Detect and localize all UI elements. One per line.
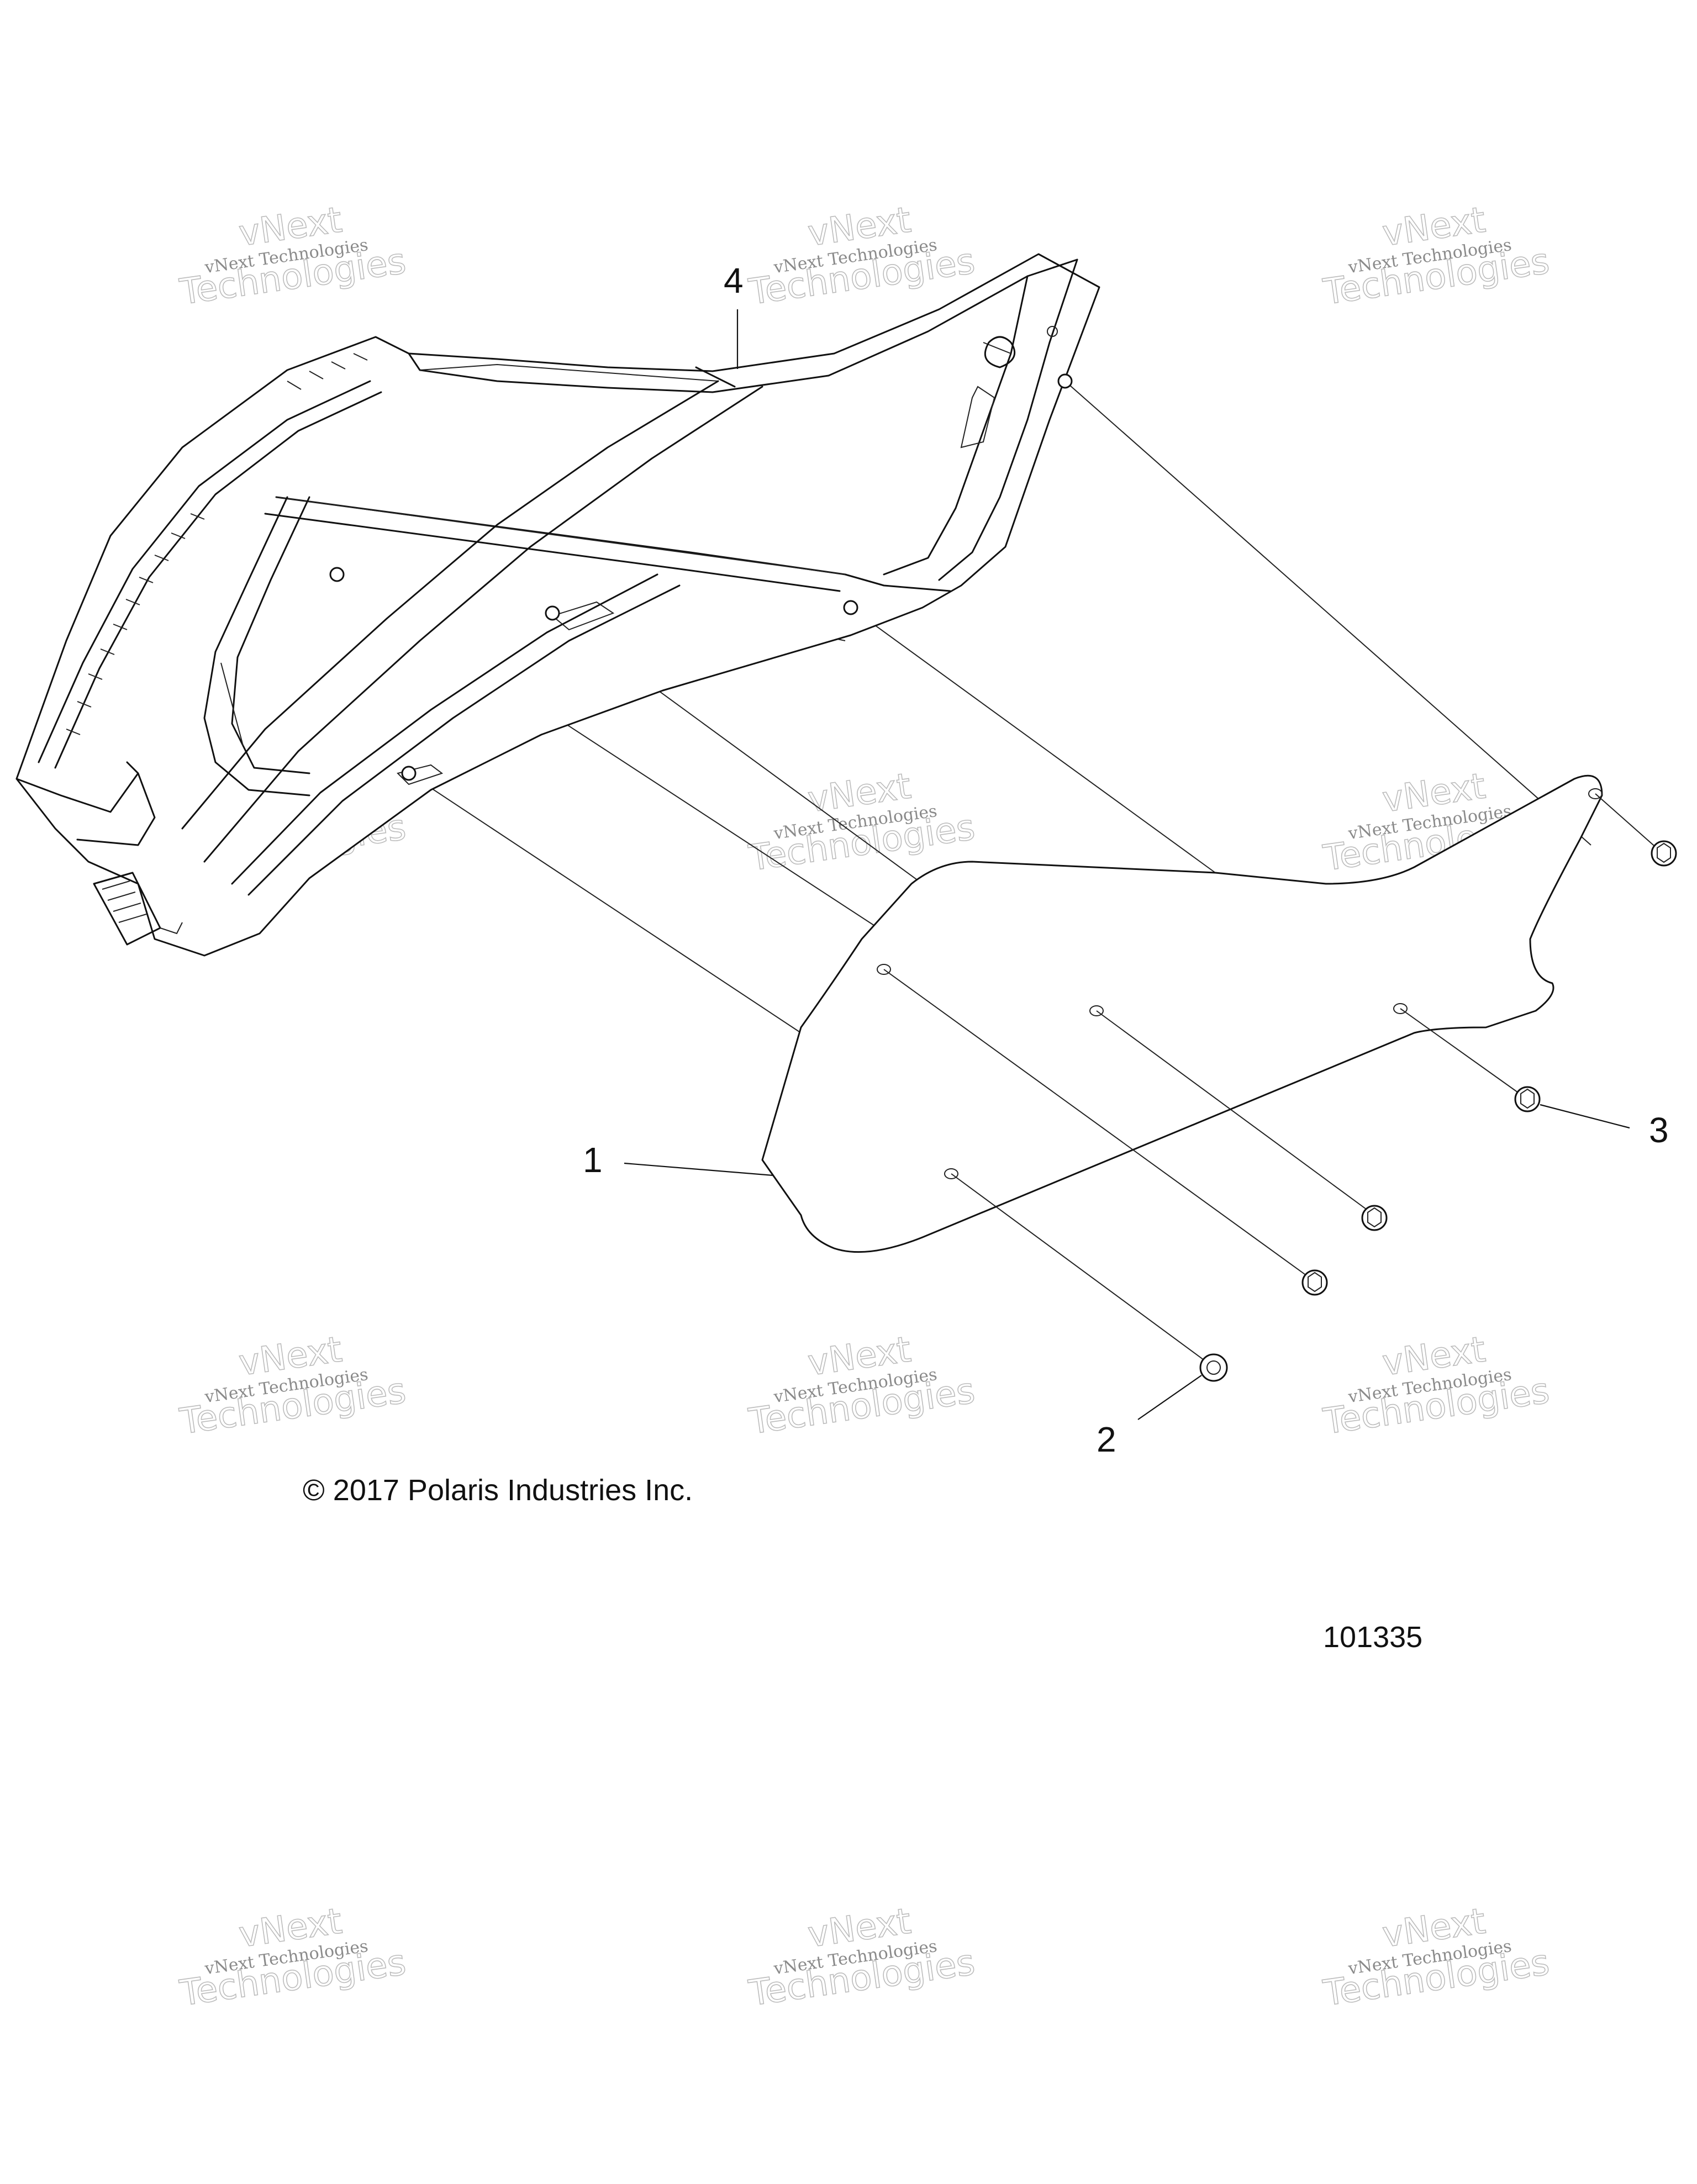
fastener-push-rivet	[1301, 1269, 1328, 1296]
callout-1: 1	[583, 1140, 603, 1180]
callout-4: 4	[724, 261, 744, 300]
fasteners	[1199, 840, 1677, 1382]
panel-part	[761, 774, 1663, 1365]
callout-2: 2	[1097, 1420, 1116, 1459]
callout-3: 3	[1649, 1110, 1669, 1150]
door-frame-part	[15, 253, 1100, 957]
fastener-push-rivet	[1514, 1086, 1541, 1112]
callouts: 4 1 2 3	[583, 261, 1669, 1459]
frame-mounting-bosses	[329, 373, 1073, 781]
grille-slots	[66, 353, 368, 735]
copyright-notice: © 2017 Polaris Industries Inc.	[303, 1474, 693, 1507]
fastener-nut	[1199, 1353, 1228, 1382]
fastener-push-rivet	[1651, 840, 1677, 867]
fastener-push-rivet	[1361, 1205, 1388, 1231]
panel-holes	[877, 788, 1603, 1179]
figure-number: 101335	[1323, 1621, 1422, 1654]
